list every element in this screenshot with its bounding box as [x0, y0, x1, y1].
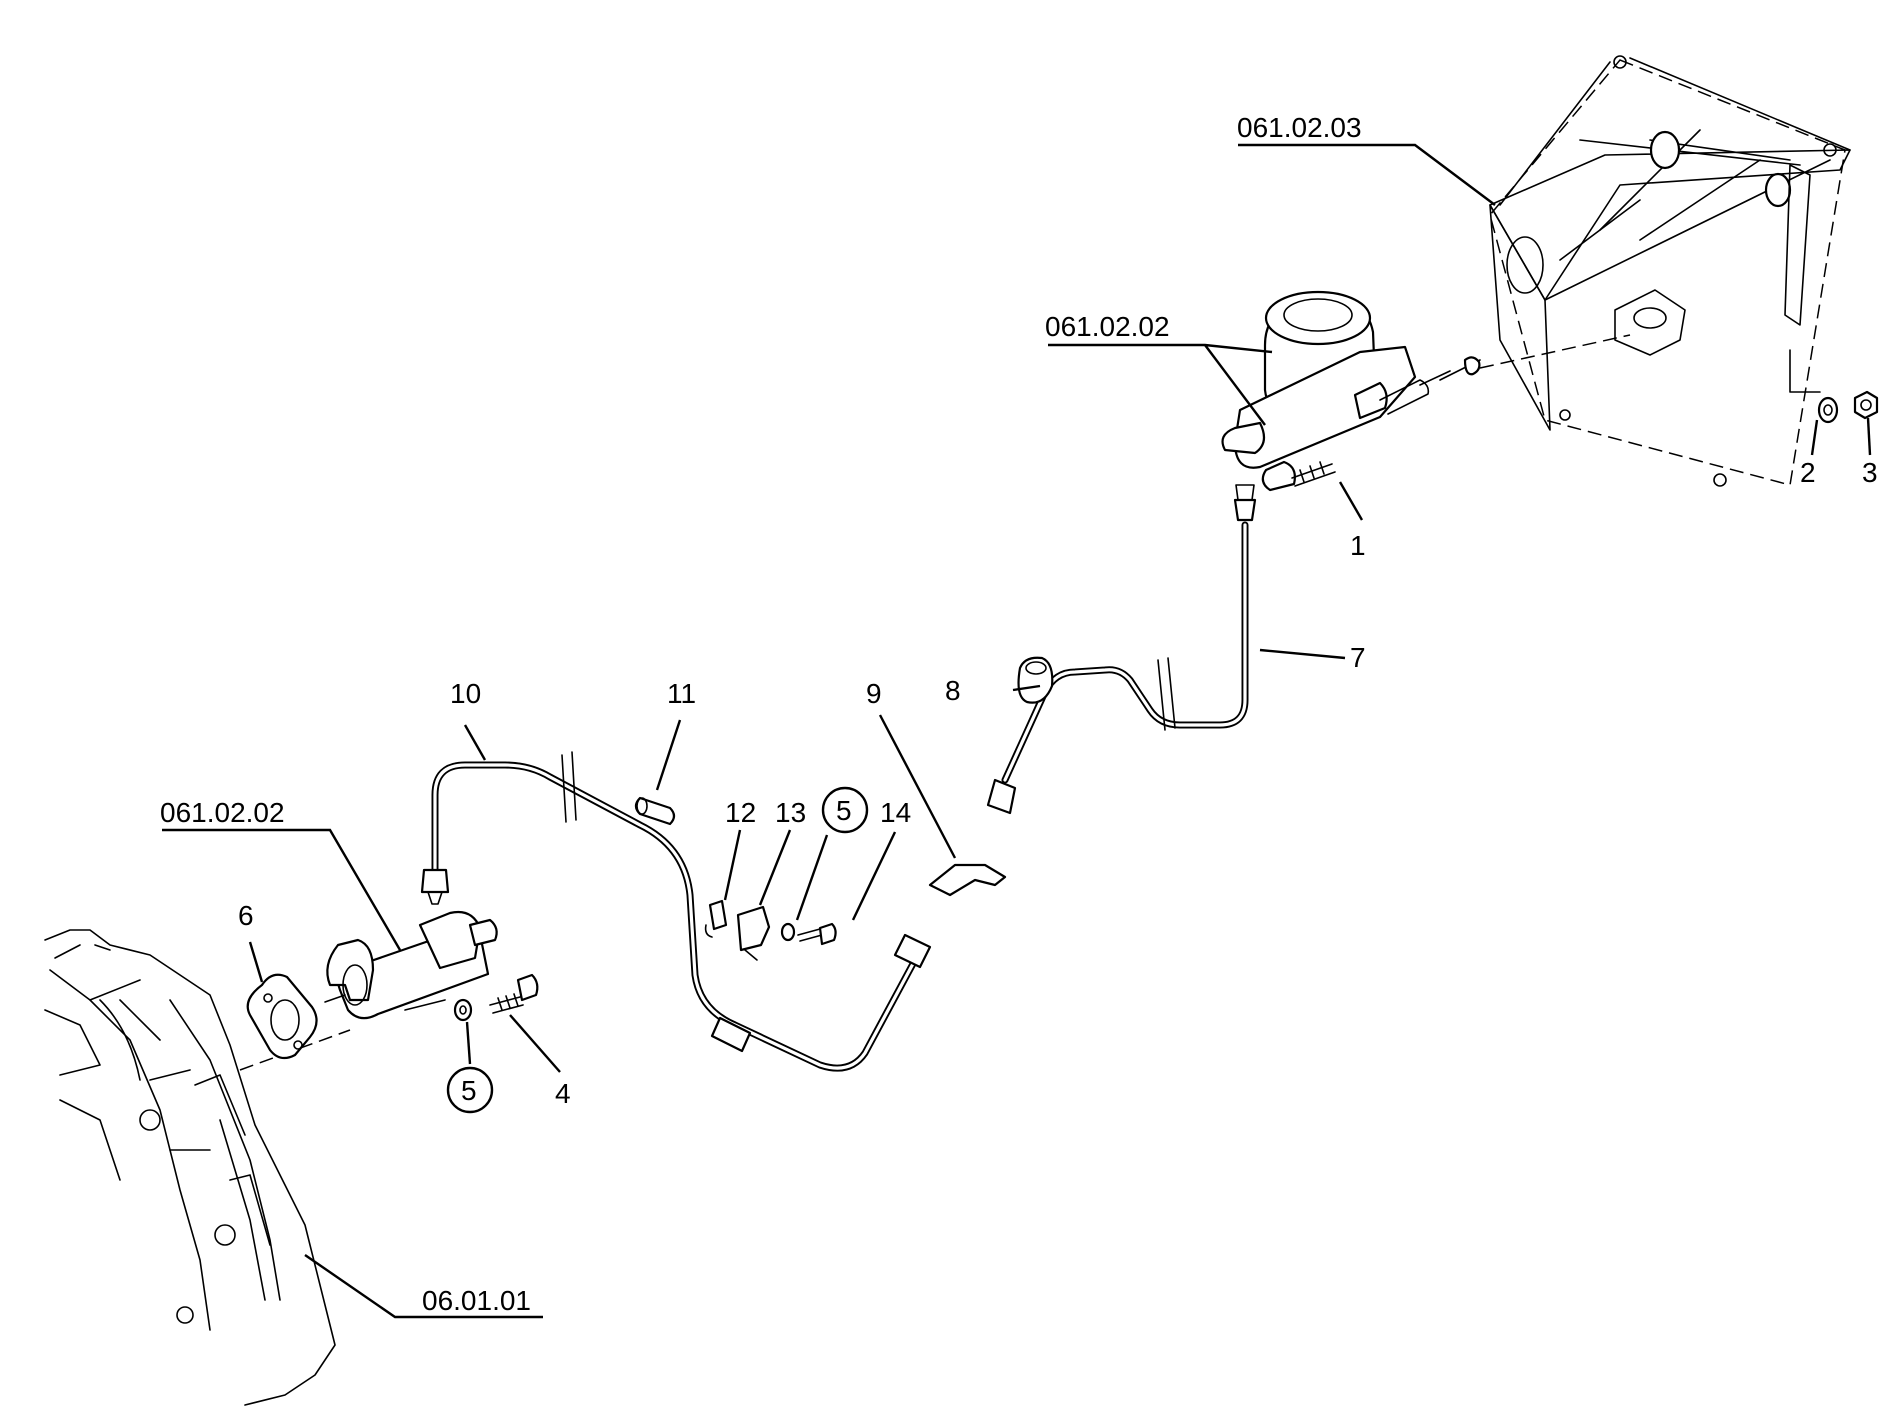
ref-label-slave-cylinder: 061.02.02	[160, 797, 285, 828]
washer-part-2	[1817, 396, 1839, 424]
ref-label-transmission: 06.01.01	[422, 1285, 531, 1316]
washer-leader-bracket	[1789, 349, 1821, 393]
callout-12: 12	[725, 797, 756, 828]
callout-4: 4	[555, 1078, 571, 1109]
bolt-part-4	[489, 973, 539, 1014]
plate-part-13	[736, 905, 771, 961]
pedal-bracket-housing	[1489, 55, 1851, 487]
nut-part-3	[1853, 390, 1879, 420]
ref-label-housing: 061.02.03	[1237, 112, 1362, 143]
washer-part-5-lower	[453, 998, 473, 1022]
pipe-part-10	[420, 751, 932, 1072]
clip-part-12	[704, 899, 728, 938]
callout-5-circle-upper	[821, 786, 869, 834]
bracket-part-9	[928, 863, 1007, 897]
callout-2: 2	[1800, 457, 1816, 488]
pipe-part-7	[986, 484, 1257, 815]
callout-1: 1	[1350, 530, 1366, 561]
grommet-part-8	[1017, 656, 1054, 704]
transmission-housing	[44, 929, 336, 1406]
callout-14: 14	[880, 797, 911, 828]
callout-5-upper: 5	[836, 795, 852, 826]
callout-13: 13	[775, 797, 806, 828]
bolt-part-1	[1261, 460, 1336, 492]
callout-7: 7	[1350, 642, 1366, 673]
callout-10: 10	[450, 678, 481, 709]
leader-lines	[162, 143, 1872, 1319]
callout-8: 8	[945, 675, 961, 706]
callout-3: 3	[1862, 457, 1878, 488]
callout-6: 6	[238, 900, 254, 931]
gasket-part-6	[246, 973, 318, 1060]
callout-9: 9	[866, 678, 882, 709]
ref-label-master-cylinder: 061.02.02	[1045, 311, 1170, 342]
washer-part-5-upper	[780, 922, 796, 942]
callout-11: 11	[667, 678, 696, 709]
master-cylinder	[1221, 290, 1631, 469]
slave-cylinder	[239, 910, 498, 1071]
bolt-part-14	[797, 922, 837, 946]
callout-5-circle-lower	[446, 1066, 494, 1114]
labels: 061.02.03 061.02.02 061.02.02 06.01.01 1…	[160, 112, 1878, 1316]
callout-5-lower: 5	[461, 1075, 477, 1106]
sleeve-part-11	[634, 796, 676, 826]
